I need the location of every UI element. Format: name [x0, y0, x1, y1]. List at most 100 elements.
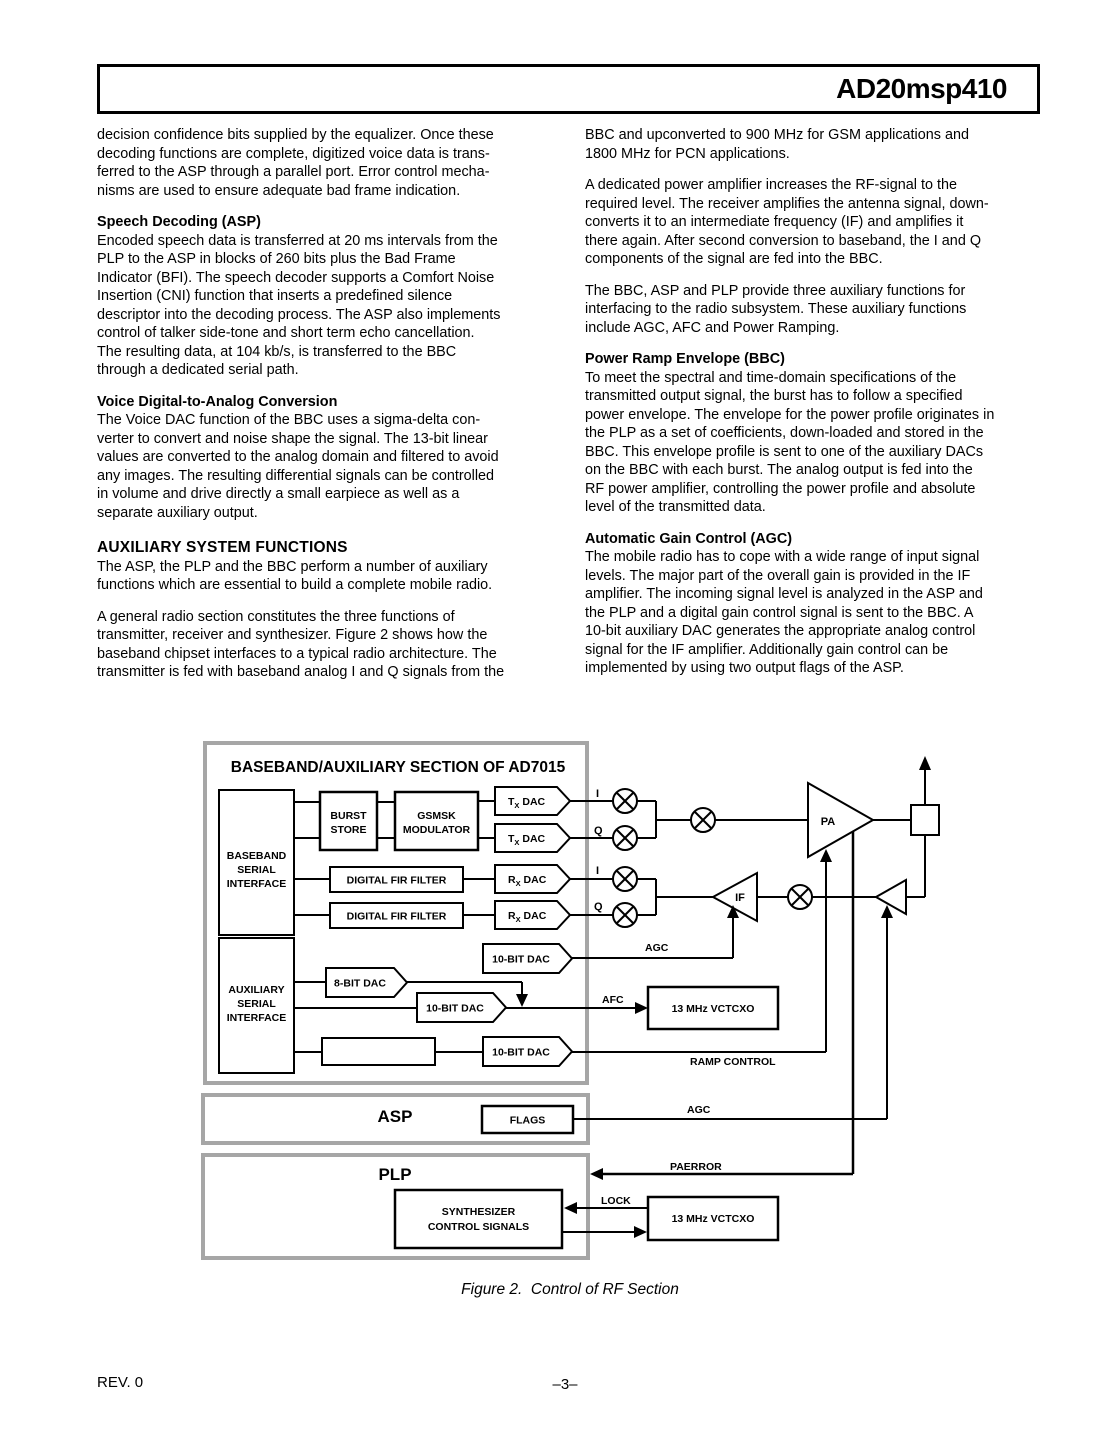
- svg-text:TX DAC: TX DAC: [508, 833, 546, 847]
- svg-text:RX DAC: RX DAC: [508, 910, 547, 924]
- ten-bit-dac-afc-block: [416, 992, 508, 1023]
- vctcxo2-block: [646, 1195, 780, 1242]
- figure-2-diagram: BASEBAND/AUXILIARY SECTION OF AD7015 BAS…: [201, 741, 940, 1260]
- svg-text:SERIAL: SERIAL: [237, 998, 276, 1010]
- svg-text:CONTROL SIGNALS: CONTROL SIGNALS: [428, 1221, 529, 1233]
- pa-amplifier: [807, 781, 876, 859]
- page-number: –3–: [552, 1376, 578, 1393]
- unlabeled-block: [321, 1037, 436, 1066]
- paragraph: The BBC, ASP and PLP provide three auxil…: [585, 282, 967, 336]
- ten-bit-dac-ramp-block: [482, 1036, 574, 1067]
- svg-text:RAMP CONTROL: RAMP CONTROL: [690, 1056, 776, 1068]
- svg-text:STORE: STORE: [331, 824, 367, 836]
- baseband-serial-interface-block: [218, 789, 295, 936]
- paragraph: Encoded speech data is transferred at 20…: [97, 232, 501, 379]
- paragraph: A dedicated power amplifier increases th…: [585, 177, 989, 267]
- connection-lines: [294, 764, 926, 1233]
- left-column: decision confidence bits supplied by the…: [97, 126, 559, 695]
- svg-text:INTERFACE: INTERFACE: [227, 1012, 287, 1024]
- svg-text:10-BIT DAC: 10-BIT DAC: [426, 1003, 484, 1015]
- tx-dac-2-block: [494, 823, 572, 853]
- digital-fir-filter-2-block: [329, 902, 464, 929]
- signal-labels: I Q I Q PA IF AGC AFC RAMP CONTROL AGC P…: [594, 788, 835, 1207]
- svg-text:LOCK: LOCK: [601, 1195, 631, 1207]
- paragraph: decision confidence bits supplied by the…: [97, 127, 494, 199]
- paragraph: The Voice DAC function of the BBC uses a…: [97, 412, 499, 521]
- svg-text:AGC: AGC: [645, 942, 669, 954]
- svg-text:ASP: ASP: [378, 1107, 413, 1126]
- svg-text:Q: Q: [594, 825, 603, 837]
- ten-bit-dac-agc-block: [482, 943, 574, 974]
- svg-text:DIGITAL FIR FILTER: DIGITAL FIR FILTER: [347, 911, 447, 923]
- burst-store-block: [318, 790, 379, 852]
- antenna-arrowhead: [919, 756, 931, 770]
- svg-text:PLP: PLP: [378, 1165, 411, 1184]
- part-number: AD20msp410: [836, 73, 1007, 104]
- svg-text:RX DAC: RX DAC: [508, 874, 547, 888]
- svg-text:INTERFACE: INTERFACE: [227, 878, 287, 890]
- svg-text:10-BIT DAC: 10-BIT DAC: [492, 1047, 550, 1059]
- svg-text:I: I: [596, 865, 599, 877]
- svg-text:TX DAC: TX DAC: [508, 796, 546, 810]
- mixer-icon: [787, 884, 813, 910]
- gsmsk-modulator-block: [393, 790, 480, 852]
- svg-text:GSMSK: GSMSK: [417, 810, 456, 822]
- ramp-arrowhead: [820, 849, 832, 862]
- plp-section-frame: [201, 1153, 590, 1260]
- svg-text:BASEBAND: BASEBAND: [227, 850, 287, 862]
- svg-text:PAERROR: PAERROR: [670, 1161, 722, 1173]
- diagram-title: BASEBAND/AUXILIARY SECTION OF AD7015: [231, 759, 566, 776]
- digital-fir-filter-1-block: [329, 866, 464, 893]
- svg-text:8-BIT DAC: 8-BIT DAC: [334, 978, 386, 990]
- heading-agc: Automatic Gain Control (AGC): [585, 530, 793, 547]
- right-column: BBC and upconverted to 900 MHz for GSM a…: [585, 126, 1047, 691]
- svg-text:13 MHz VCTCXO: 13 MHz VCTCXO: [672, 1213, 755, 1225]
- svg-text:AFC: AFC: [602, 994, 624, 1006]
- heading-power-ramp: Power Ramp Envelope (BBC): [585, 351, 785, 367]
- rx-dac-1-block: [494, 864, 572, 894]
- svg-text:Q: Q: [594, 901, 603, 913]
- paragraph: To meet the spectral and time-domain spe…: [585, 369, 995, 516]
- agc-lna-arrowhead: [881, 905, 893, 918]
- block-labels: BASEBAND SERIAL INTERFACE AUXILIARY SERI…: [227, 796, 755, 1233]
- agc-if-arrowhead: [727, 905, 739, 918]
- svg-text:AUXILIARY: AUXILIARY: [228, 984, 284, 996]
- figure-caption: Figure 2. Control of RF Section: [461, 1281, 679, 1298]
- svg-text:DIGITAL FIR FILTER: DIGITAL FIR FILTER: [347, 875, 447, 887]
- mixer-icon: [612, 788, 638, 814]
- auxiliary-serial-interface-block: [218, 937, 295, 1074]
- synth-vctcxo-arrowhead: [634, 1226, 647, 1238]
- baseband-aux-section-frame: [203, 741, 589, 1085]
- svg-text:IF: IF: [735, 892, 745, 904]
- paragraph: The mobile radio has to cope with a wide…: [585, 549, 983, 676]
- afc-arrowhead: [635, 1002, 648, 1014]
- mixer-icon: [690, 807, 716, 833]
- paragraph: The ASP, the PLP and the BBC perform a n…: [97, 558, 493, 594]
- heading-voice-dac: Voice Digital-to-Analog Conversion: [97, 393, 338, 410]
- svg-text:PA: PA: [821, 816, 836, 828]
- dac8-merge-arrowhead: [516, 994, 528, 1007]
- svg-text:MODULATOR: MODULATOR: [403, 824, 471, 836]
- antenna-switch-block: [910, 804, 940, 836]
- svg-text:10-BIT DAC: 10-BIT DAC: [492, 954, 550, 966]
- svg-text:I: I: [596, 788, 599, 800]
- heading-auxiliary-system-functions: AUXILIARY SYSTEM FUNCTIONS: [97, 539, 348, 556]
- if-amplifier: [710, 871, 758, 923]
- svg-text:SYNTHESIZER: SYNTHESIZER: [442, 1206, 516, 1218]
- paerror-arrowhead: [590, 1168, 603, 1180]
- synthesizer-control-block: [393, 1188, 564, 1250]
- mixer-icon: [612, 866, 638, 892]
- svg-text:FLAGS: FLAGS: [510, 1115, 546, 1127]
- mixer-icon: [612, 902, 638, 928]
- heading-speech-decoding: Speech Decoding (ASP): [97, 214, 261, 230]
- eight-bit-dac-block: [325, 967, 409, 998]
- flags-block: [480, 1104, 575, 1135]
- paragraph: BBC and upconverted to 900 MHz for GSM a…: [585, 127, 969, 162]
- mixer-icon: [612, 825, 638, 851]
- vctcxo-block: [646, 985, 780, 1031]
- svg-text:13 MHz VCTCXO: 13 MHz VCTCXO: [672, 1003, 755, 1015]
- arrowheads: [516, 756, 931, 1238]
- lock-arrowhead: [564, 1202, 577, 1214]
- lna-amplifier: [873, 878, 907, 916]
